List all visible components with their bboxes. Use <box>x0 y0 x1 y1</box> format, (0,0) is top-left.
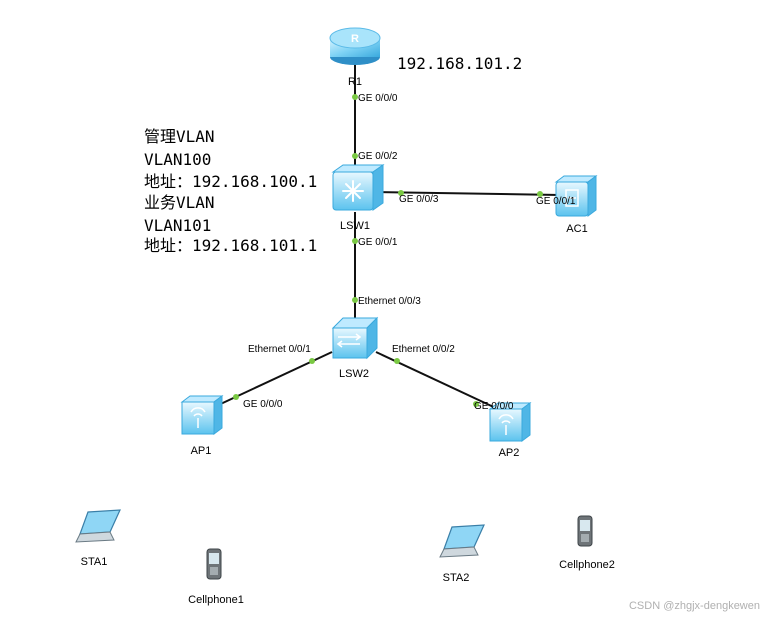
laptop-icon[interactable] <box>439 524 485 558</box>
laptop-icon[interactable] <box>75 509 121 543</box>
port-label: Ethernet 0/0/1 <box>248 344 311 355</box>
port-dot <box>352 297 358 303</box>
mgmt-vlan-id: VLAN100 <box>144 150 211 169</box>
svg-text:R: R <box>351 33 359 45</box>
switch-icon[interactable] <box>331 316 379 360</box>
device-label-ap1: AP1 <box>191 445 212 457</box>
core-switch-icon[interactable] <box>331 164 385 211</box>
port-label: GE 0/0/0 <box>243 399 283 410</box>
port-label: GE 0/0/1 <box>358 237 398 248</box>
device-label-sta2: STA2 <box>443 572 470 584</box>
svc-vlan-title: 业务VLAN <box>144 193 215 212</box>
access-controller-icon[interactable] <box>554 175 598 217</box>
port-dot <box>398 190 404 196</box>
port-label: Ethernet 0/0/3 <box>358 296 421 307</box>
r1-ip-annotation: 192.168.101.2 <box>397 54 522 73</box>
device-label-ap2: AP2 <box>499 447 520 459</box>
device-label-r1: R1 <box>348 76 362 88</box>
device-label-cellphone1: Cellphone1 <box>188 594 244 606</box>
router-icon[interactable]: R <box>329 27 381 65</box>
link-lsw1-ac1 <box>374 191 561 196</box>
port-label: GE 0/0/0 <box>474 401 514 412</box>
port-dot <box>233 394 239 400</box>
device-label-cellphone2: Cellphone2 <box>559 559 615 571</box>
device-label-lsw2: LSW2 <box>339 368 369 380</box>
access-point-icon[interactable] <box>180 395 224 435</box>
port-label: GE 0/0/1 <box>536 196 576 207</box>
port-dot <box>352 153 358 159</box>
port-dot <box>473 401 479 407</box>
port-label: GE 0/0/2 <box>358 151 398 162</box>
device-label-sta1: STA1 <box>81 556 108 568</box>
port-dot <box>394 358 400 364</box>
port-label: GE 0/0/3 <box>399 194 439 205</box>
port-label: Ethernet 0/0/2 <box>392 344 455 355</box>
svc-vlan-address: 地址：192.168.101.1 <box>144 236 317 255</box>
port-dot <box>309 358 315 364</box>
watermark: CSDN @zhgjx-dengkewen <box>629 600 760 612</box>
cellphone-icon[interactable] <box>577 515 593 547</box>
mgmt-vlan-title: 管理VLAN <box>144 127 215 146</box>
port-dots <box>233 94 543 407</box>
svc-vlan-id: VLAN101 <box>144 216 211 235</box>
mgmt-vlan-address: 地址：192.168.100.1 <box>144 172 317 191</box>
device-label-ac1: AC1 <box>566 223 587 235</box>
port-label: GE 0/0/0 <box>358 93 398 104</box>
port-dot <box>352 94 358 100</box>
port-dot <box>352 238 358 244</box>
port-dot <box>537 191 543 197</box>
cellphone-icon[interactable] <box>206 548 222 580</box>
access-point-icon[interactable] <box>488 402 532 442</box>
device-label-lsw1: LSW1 <box>340 220 370 232</box>
